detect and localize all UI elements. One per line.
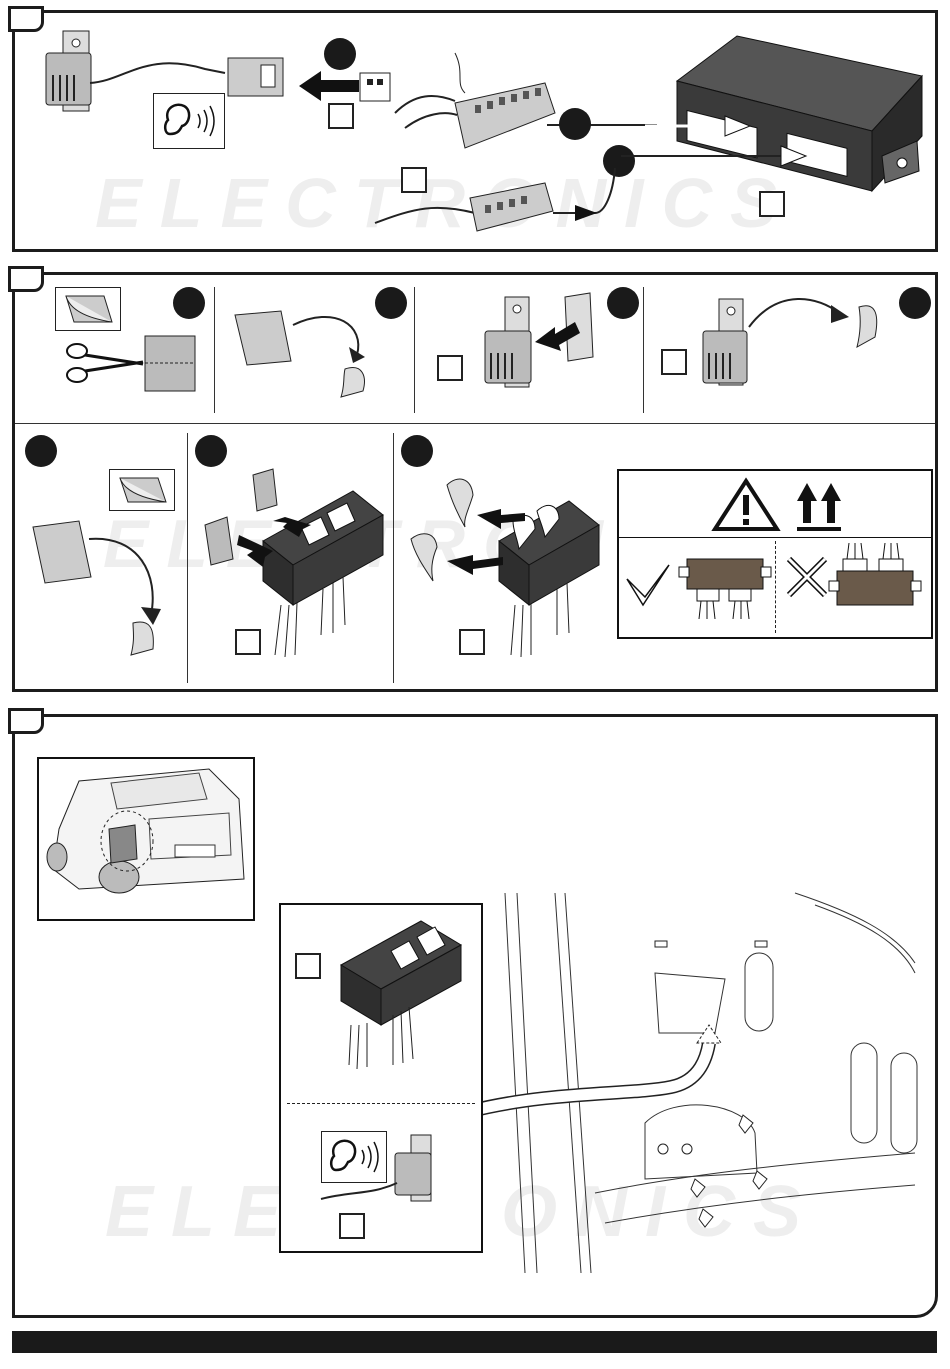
buzzer-small bbox=[311, 1131, 451, 1241]
wrong-orientation-module bbox=[825, 541, 925, 631]
scissors-icon bbox=[55, 331, 245, 401]
divider-row2-2 bbox=[393, 433, 394, 683]
peel-pads-from-module bbox=[407, 465, 607, 665]
harness-connector-main bbox=[395, 53, 595, 163]
callout-box-d bbox=[437, 355, 463, 381]
apply-pad-to-buzzer bbox=[475, 287, 655, 407]
peel-backing-illustration-1 bbox=[235, 305, 395, 405]
warning-triangle-icon bbox=[711, 477, 781, 533]
check-icon bbox=[623, 561, 673, 611]
step-badge-h bbox=[25, 435, 57, 467]
callout-box-f bbox=[235, 629, 261, 655]
section-3-tab bbox=[8, 708, 44, 734]
control-module-small bbox=[321, 915, 471, 1085]
peel-pad-from-buzzer bbox=[699, 287, 899, 397]
step-badge-d bbox=[173, 287, 205, 319]
ear-icon bbox=[153, 93, 225, 149]
callout-box-i bbox=[339, 1213, 365, 1239]
step-badge-i bbox=[195, 435, 227, 467]
section-1-tab bbox=[8, 6, 44, 32]
inset-dashed-divider bbox=[287, 1103, 475, 1104]
adhesive-pad-icon-box bbox=[55, 287, 121, 331]
section-2-tab bbox=[8, 266, 44, 292]
vehicle-location-inset bbox=[37, 757, 255, 921]
section-1-panel: ELECTRONICS bbox=[12, 10, 938, 252]
this-side-up-icon bbox=[795, 477, 845, 533]
orientation-caution-box bbox=[617, 469, 933, 639]
section-2-panel: ELECTRONICS bbox=[12, 272, 938, 692]
parts-inset bbox=[279, 903, 483, 1253]
correct-orientation-module bbox=[677, 547, 777, 627]
apply-pads-to-module bbox=[203, 465, 393, 665]
caution-divider-h bbox=[619, 537, 931, 538]
peel-backing-illustration-2 bbox=[29, 515, 189, 665]
cross-icon bbox=[785, 555, 829, 599]
routing-arrow bbox=[471, 1025, 751, 1145]
callout-box-h bbox=[295, 953, 321, 979]
arrow-to-module-1 bbox=[645, 113, 765, 143]
callout-box-a bbox=[328, 103, 354, 129]
adhesive-pad-icon-box-2 bbox=[109, 469, 175, 511]
buzzer-plug-connector bbox=[223, 53, 293, 103]
arrow-to-module-2 bbox=[621, 145, 841, 175]
callout-box-g bbox=[459, 629, 485, 655]
divider-rows bbox=[15, 423, 935, 424]
callout-box-e bbox=[661, 349, 687, 375]
step-badge-j bbox=[401, 435, 433, 467]
harness-connector-secondary bbox=[375, 153, 615, 233]
section-3-panel: ELECTRONICS bbox=[12, 714, 938, 1318]
footer-bar bbox=[12, 1331, 937, 1353]
step-badge-a bbox=[324, 38, 356, 70]
callout-box-c bbox=[759, 191, 785, 217]
step-badge-g bbox=[899, 287, 931, 319]
step-badge-b bbox=[559, 108, 591, 140]
divider-row1-2 bbox=[414, 287, 415, 413]
